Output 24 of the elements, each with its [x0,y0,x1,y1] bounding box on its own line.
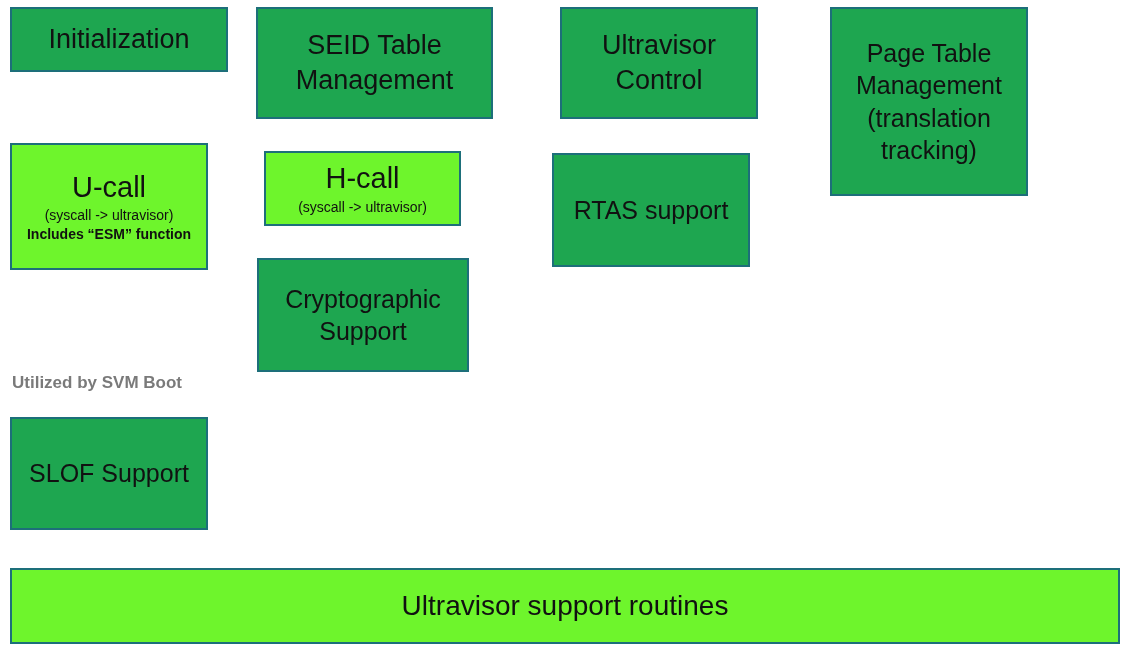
component-box [10,7,228,72]
component-box [264,151,461,226]
box-title: SEID Table Management [294,28,455,97]
component-box [10,417,208,530]
note-text: Utilized by SVM Boot [12,373,182,393]
box-title: Initialization [47,22,191,56]
box-title: Cryptographic Support [284,283,442,347]
box-title: Ultravisor support routines [400,588,730,623]
box-title: RTAS support [572,194,730,226]
box-title: Page Table Management (translation tracking) [855,37,1003,166]
component-box [257,258,469,372]
box-title: H-call [324,161,401,197]
box-subtitle: (syscall -> ultravisor) [297,197,428,217]
box-title: U-call [70,169,148,205]
box-note: Includes “ESM” function [25,225,193,245]
component-box [10,568,1120,644]
component-box [830,7,1028,196]
component-box [560,7,758,119]
component-box [552,153,750,267]
box-title: Ultravisor Control [601,28,717,97]
box-title: SLOF Support [28,458,190,490]
component-box [256,7,493,119]
component-box [10,143,208,270]
box-subtitle: (syscall -> ultravisor) [43,206,175,226]
